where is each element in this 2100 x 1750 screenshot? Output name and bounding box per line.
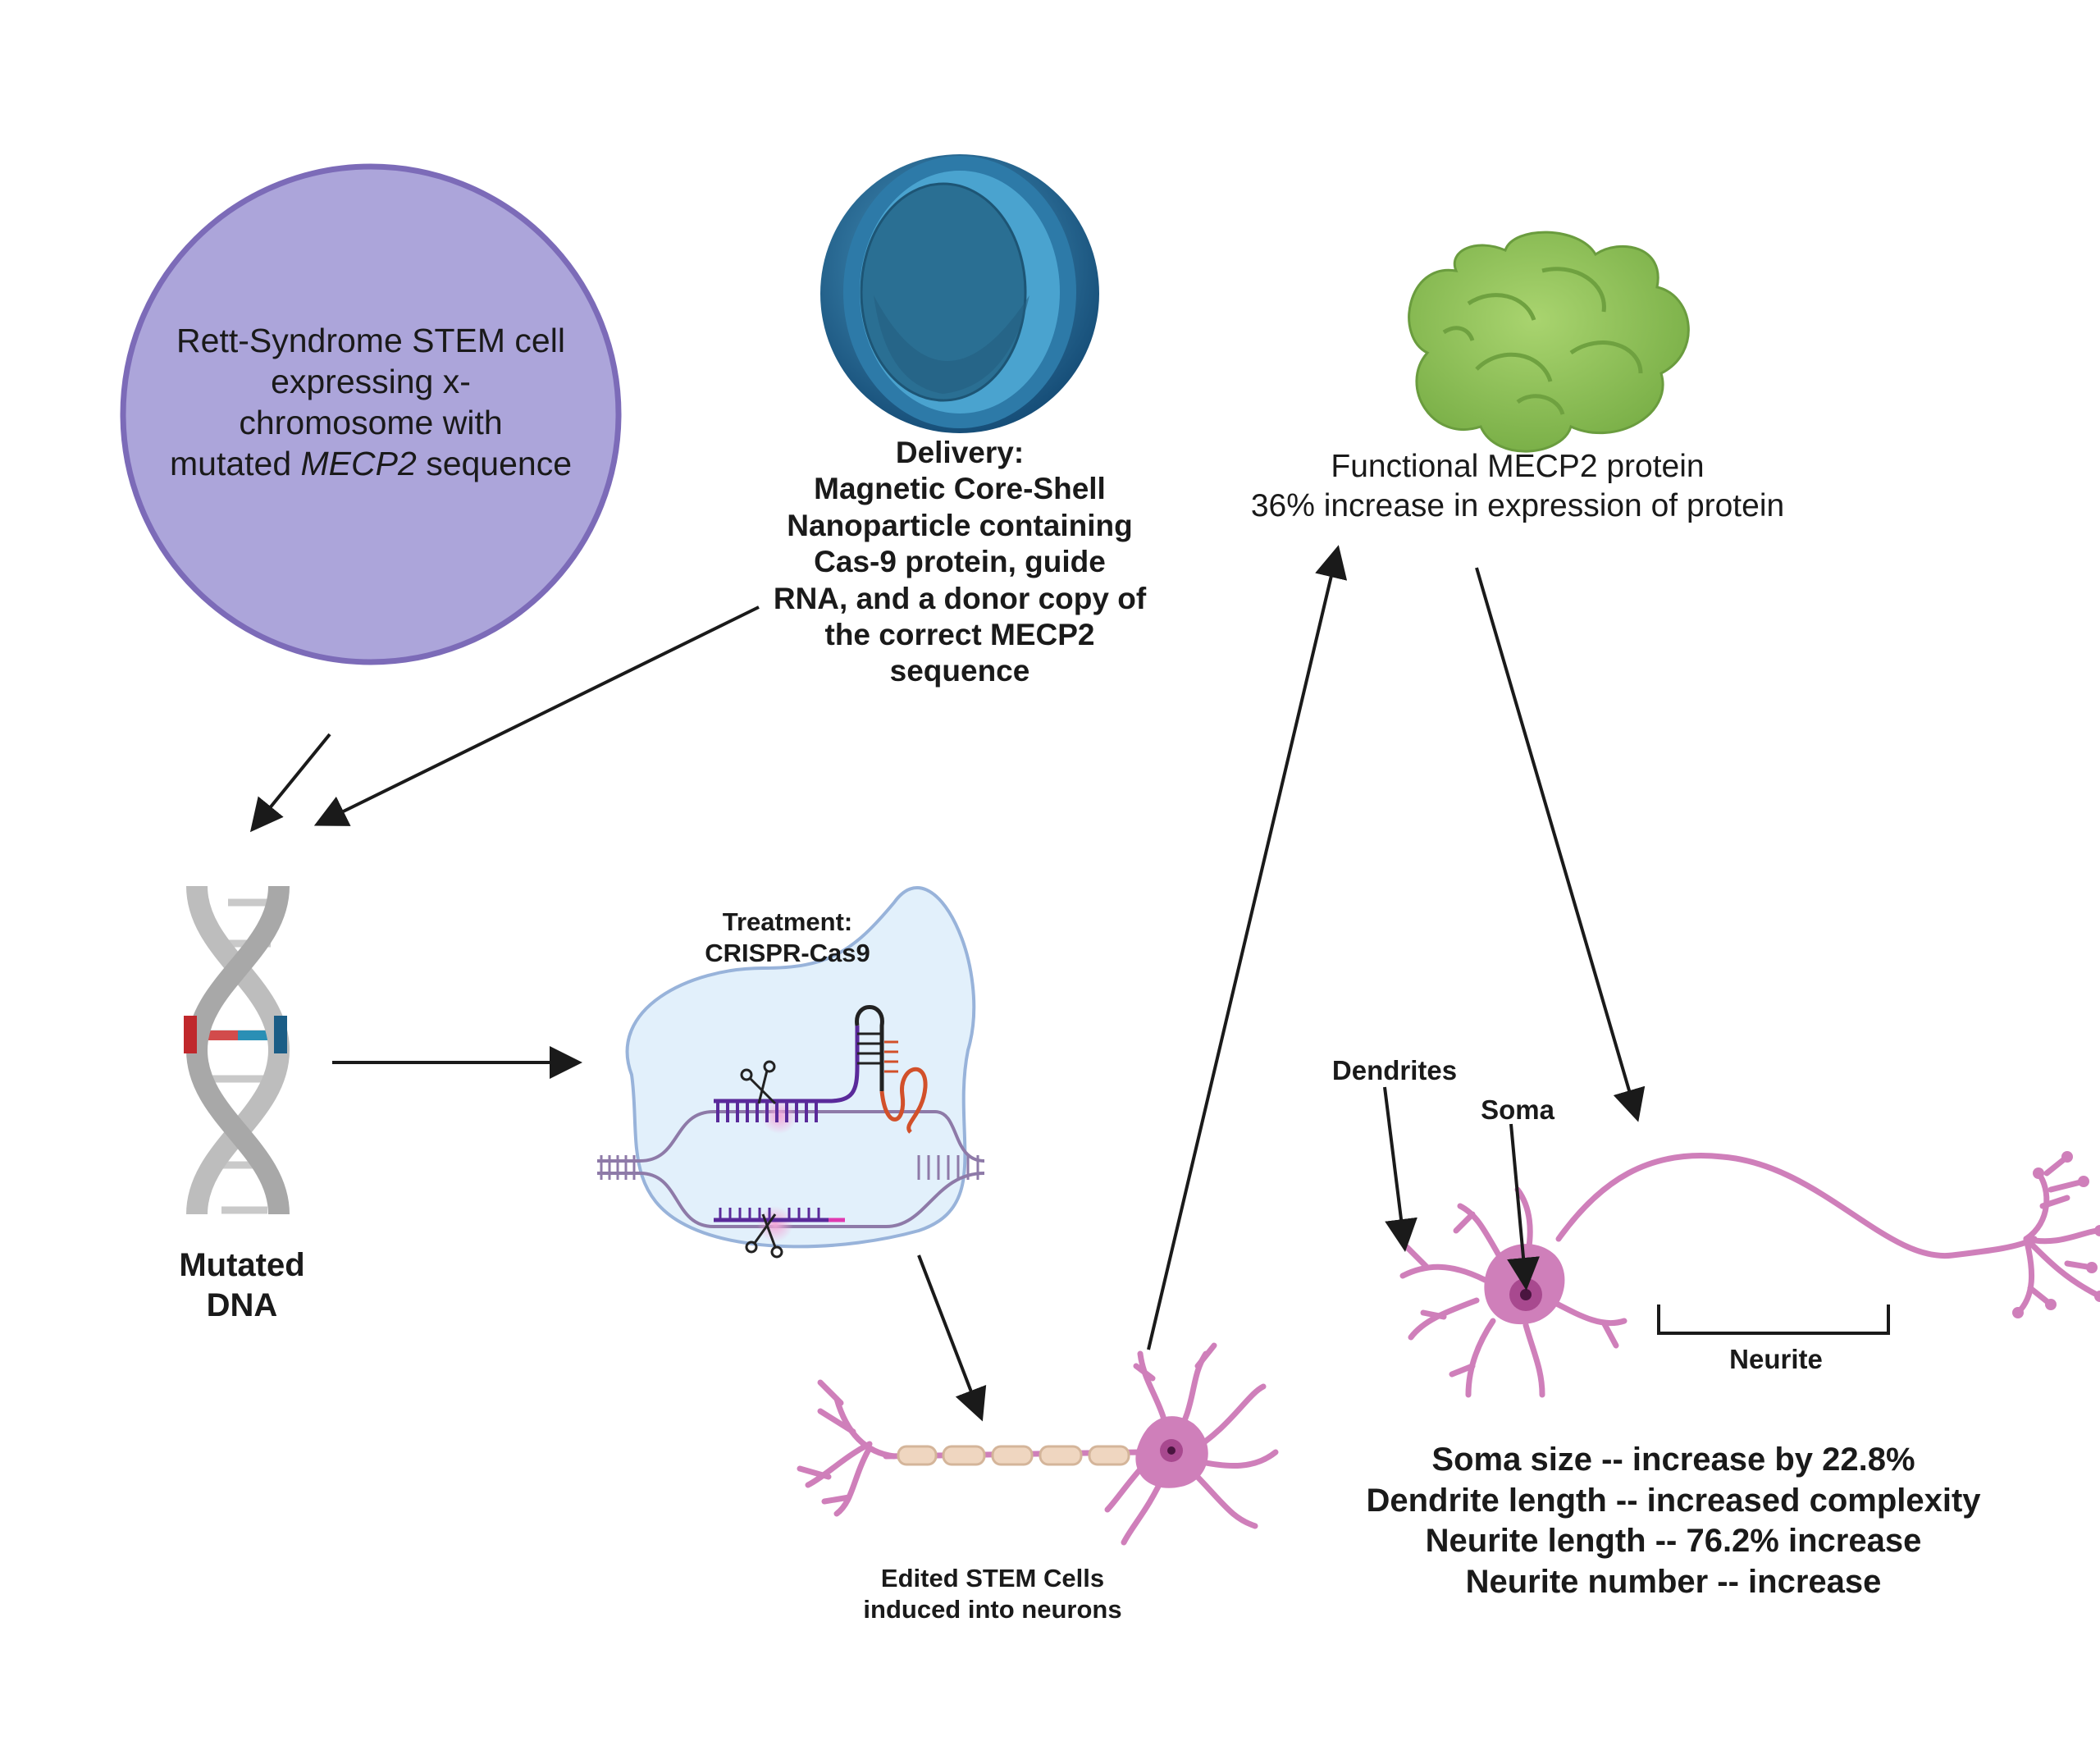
- arrow-delivery-to-dna: [313, 605, 760, 826]
- delivery-line-3: Nanoparticle containing: [787, 508, 1133, 542]
- delivery-line-2: Magnetic Core-Shell: [814, 472, 1106, 506]
- arrow-cell-to-dna: [249, 733, 331, 833]
- stem-cell-line-2: expressing x-: [271, 363, 471, 401]
- nanoparticle-icon: [820, 154, 1099, 433]
- stem-cell-line-1: Rett-Syndrome STEM cell: [176, 322, 565, 359]
- edited-cells-label: Edited STEM Cells induced into neurons: [829, 1563, 1157, 1625]
- dna-helix-icon: [184, 885, 290, 1215]
- protein-label: Functional MECP2 protein 36% increase in…: [1198, 447, 1838, 525]
- results-label: Soma size -- increase by 22.8% Dendrite …: [1345, 1440, 2002, 1602]
- treatment-line-2: CRISPR-Cas9: [705, 938, 870, 967]
- soma-label: Soma: [1481, 1094, 1554, 1125]
- stem-cell-circle: [120, 163, 622, 665]
- mutated-dna-line-2: DNA: [206, 1286, 278, 1323]
- soma-pointer: [1507, 1123, 1540, 1291]
- protein-line-1: Functional MECP2 protein: [1331, 449, 1705, 484]
- stem-cell-line-4-suffix: sequence: [416, 445, 573, 483]
- stem-cell-label: Rett-Syndrome STEM cell expressing x- ch…: [125, 320, 617, 484]
- treatment-label: Treatment: CRISPR-Cas9: [673, 907, 902, 969]
- treatment-line-1: Treatment:: [722, 907, 853, 936]
- stem-cell-line-4-prefix: mutated: [169, 445, 301, 483]
- neurite-label: Neurite: [1729, 1344, 1823, 1374]
- dendrites-label: Dendrites: [1331, 1055, 1458, 1085]
- protein-line-2: 36% increase in expression of protein: [1250, 487, 1785, 523]
- gene-name-italic: MECP2: [300, 445, 417, 483]
- delivery-label: Delivery: Magnetic Core-Shell Nanopartic…: [738, 435, 1181, 690]
- delivery-line-1: Delivery:: [895, 436, 1025, 469]
- edited-line-1: Edited STEM Cells: [880, 1564, 1105, 1592]
- delivery-line-7: sequence: [889, 654, 1030, 688]
- result-dendrite-length: Dendrite length -- increased complexity: [1366, 1482, 1981, 1519]
- neurite-bracket: [1657, 1305, 1890, 1335]
- result-neurite-number: Neurite number -- increase: [1465, 1563, 1882, 1600]
- arrow-protein-to-neuron: [1475, 567, 1646, 1122]
- delivery-line-6: the correct MECP2: [824, 617, 1095, 651]
- mutated-dna-line-1: Mutated: [179, 1247, 305, 1283]
- dendrites-pointer: [1383, 1086, 1418, 1252]
- result-soma-size: Soma size -- increase by 22.8%: [1431, 1442, 1915, 1478]
- delivery-line-5: RNA, and a donor copy of: [773, 581, 1147, 615]
- protein-icon: [1408, 231, 1690, 453]
- scissors-icon: [740, 1060, 777, 1105]
- stem-cell-line-4: mutated MECP2 sequence: [125, 443, 617, 484]
- stem-cell-line-3: chromosome with: [239, 404, 503, 442]
- scissors-icon: [745, 1213, 783, 1259]
- arrow-neurons-to-protein: [1147, 545, 1348, 1350]
- edited-line-2: induced into neurons: [863, 1594, 1122, 1624]
- delivery-line-4: Cas-9 protein, guide: [814, 545, 1106, 579]
- neuron-icon: [797, 1342, 1279, 1546]
- mutated-dna-label: Mutated DNA: [139, 1245, 345, 1326]
- crispr-cas9-icon: [597, 886, 985, 1259]
- arrow-crispr-to-neurons: [917, 1254, 987, 1422]
- result-neurite-length: Neurite length -- 76.2% increase: [1425, 1523, 1922, 1560]
